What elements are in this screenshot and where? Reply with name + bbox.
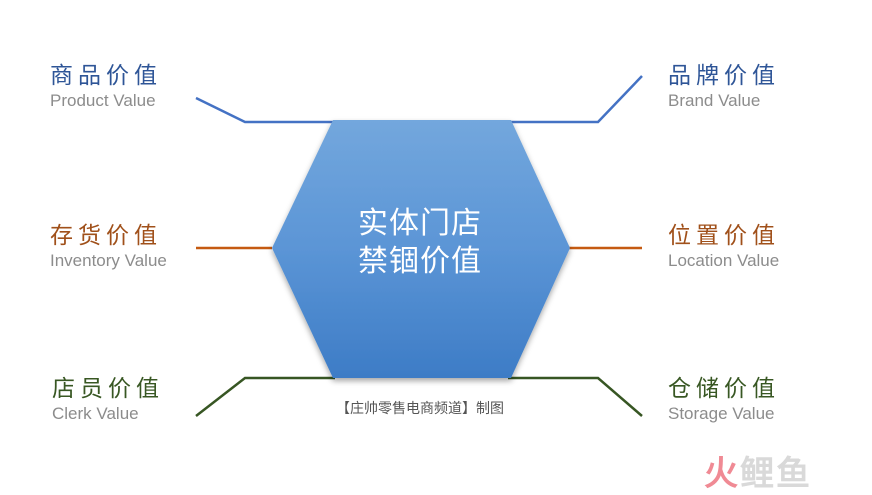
center-hexagon (272, 120, 570, 378)
product-value-en: Product Value (50, 91, 156, 110)
center-title-line1: 实体门店 (358, 206, 482, 241)
watermark-part2: 鲤鱼 (740, 454, 812, 494)
connector-storage (508, 376, 643, 417)
brand-value-en: Brand Value (668, 91, 761, 110)
storage-value-label: 仓储价值 Storage Value (668, 375, 780, 425)
location-value-en: Location Value (668, 251, 780, 270)
inventory-value-en: Inventory Value (50, 251, 167, 270)
connector-product (195, 96, 335, 124)
diagram-caption: 【庄帅零售电商频道】制图 (336, 401, 504, 417)
connector-clerk (195, 376, 335, 417)
inventory-value-cn: 存货价值 (50, 223, 162, 249)
clerk-value-en: Clerk Value (52, 404, 139, 423)
center-title: 实体门店 禁锢价值 (300, 205, 540, 281)
clerk-value-label: 店员价值 Clerk Value (52, 375, 164, 425)
clerk-value-cn: 店员价值 (52, 376, 164, 402)
inventory-value-label: 存货价值 Inventory Value (50, 222, 167, 272)
connector-brand (508, 75, 643, 124)
storage-value-en: Storage Value (668, 404, 775, 423)
product-value-cn: 商品价值 (50, 63, 162, 89)
location-value-cn: 位置价值 (668, 223, 780, 249)
storage-value-cn: 仓储价值 (668, 376, 780, 402)
watermark-part1: 火 (704, 454, 740, 494)
product-value-label: 商品价值 Product Value (50, 62, 162, 112)
center-title-line2: 禁锢价值 (358, 244, 482, 279)
location-value-label: 位置价值 Location Value (668, 222, 780, 272)
brand-value-label: 品牌价值 Brand Value (668, 62, 780, 112)
watermark-logo: 火鲤鱼 (704, 446, 812, 495)
brand-value-cn: 品牌价值 (668, 63, 780, 89)
